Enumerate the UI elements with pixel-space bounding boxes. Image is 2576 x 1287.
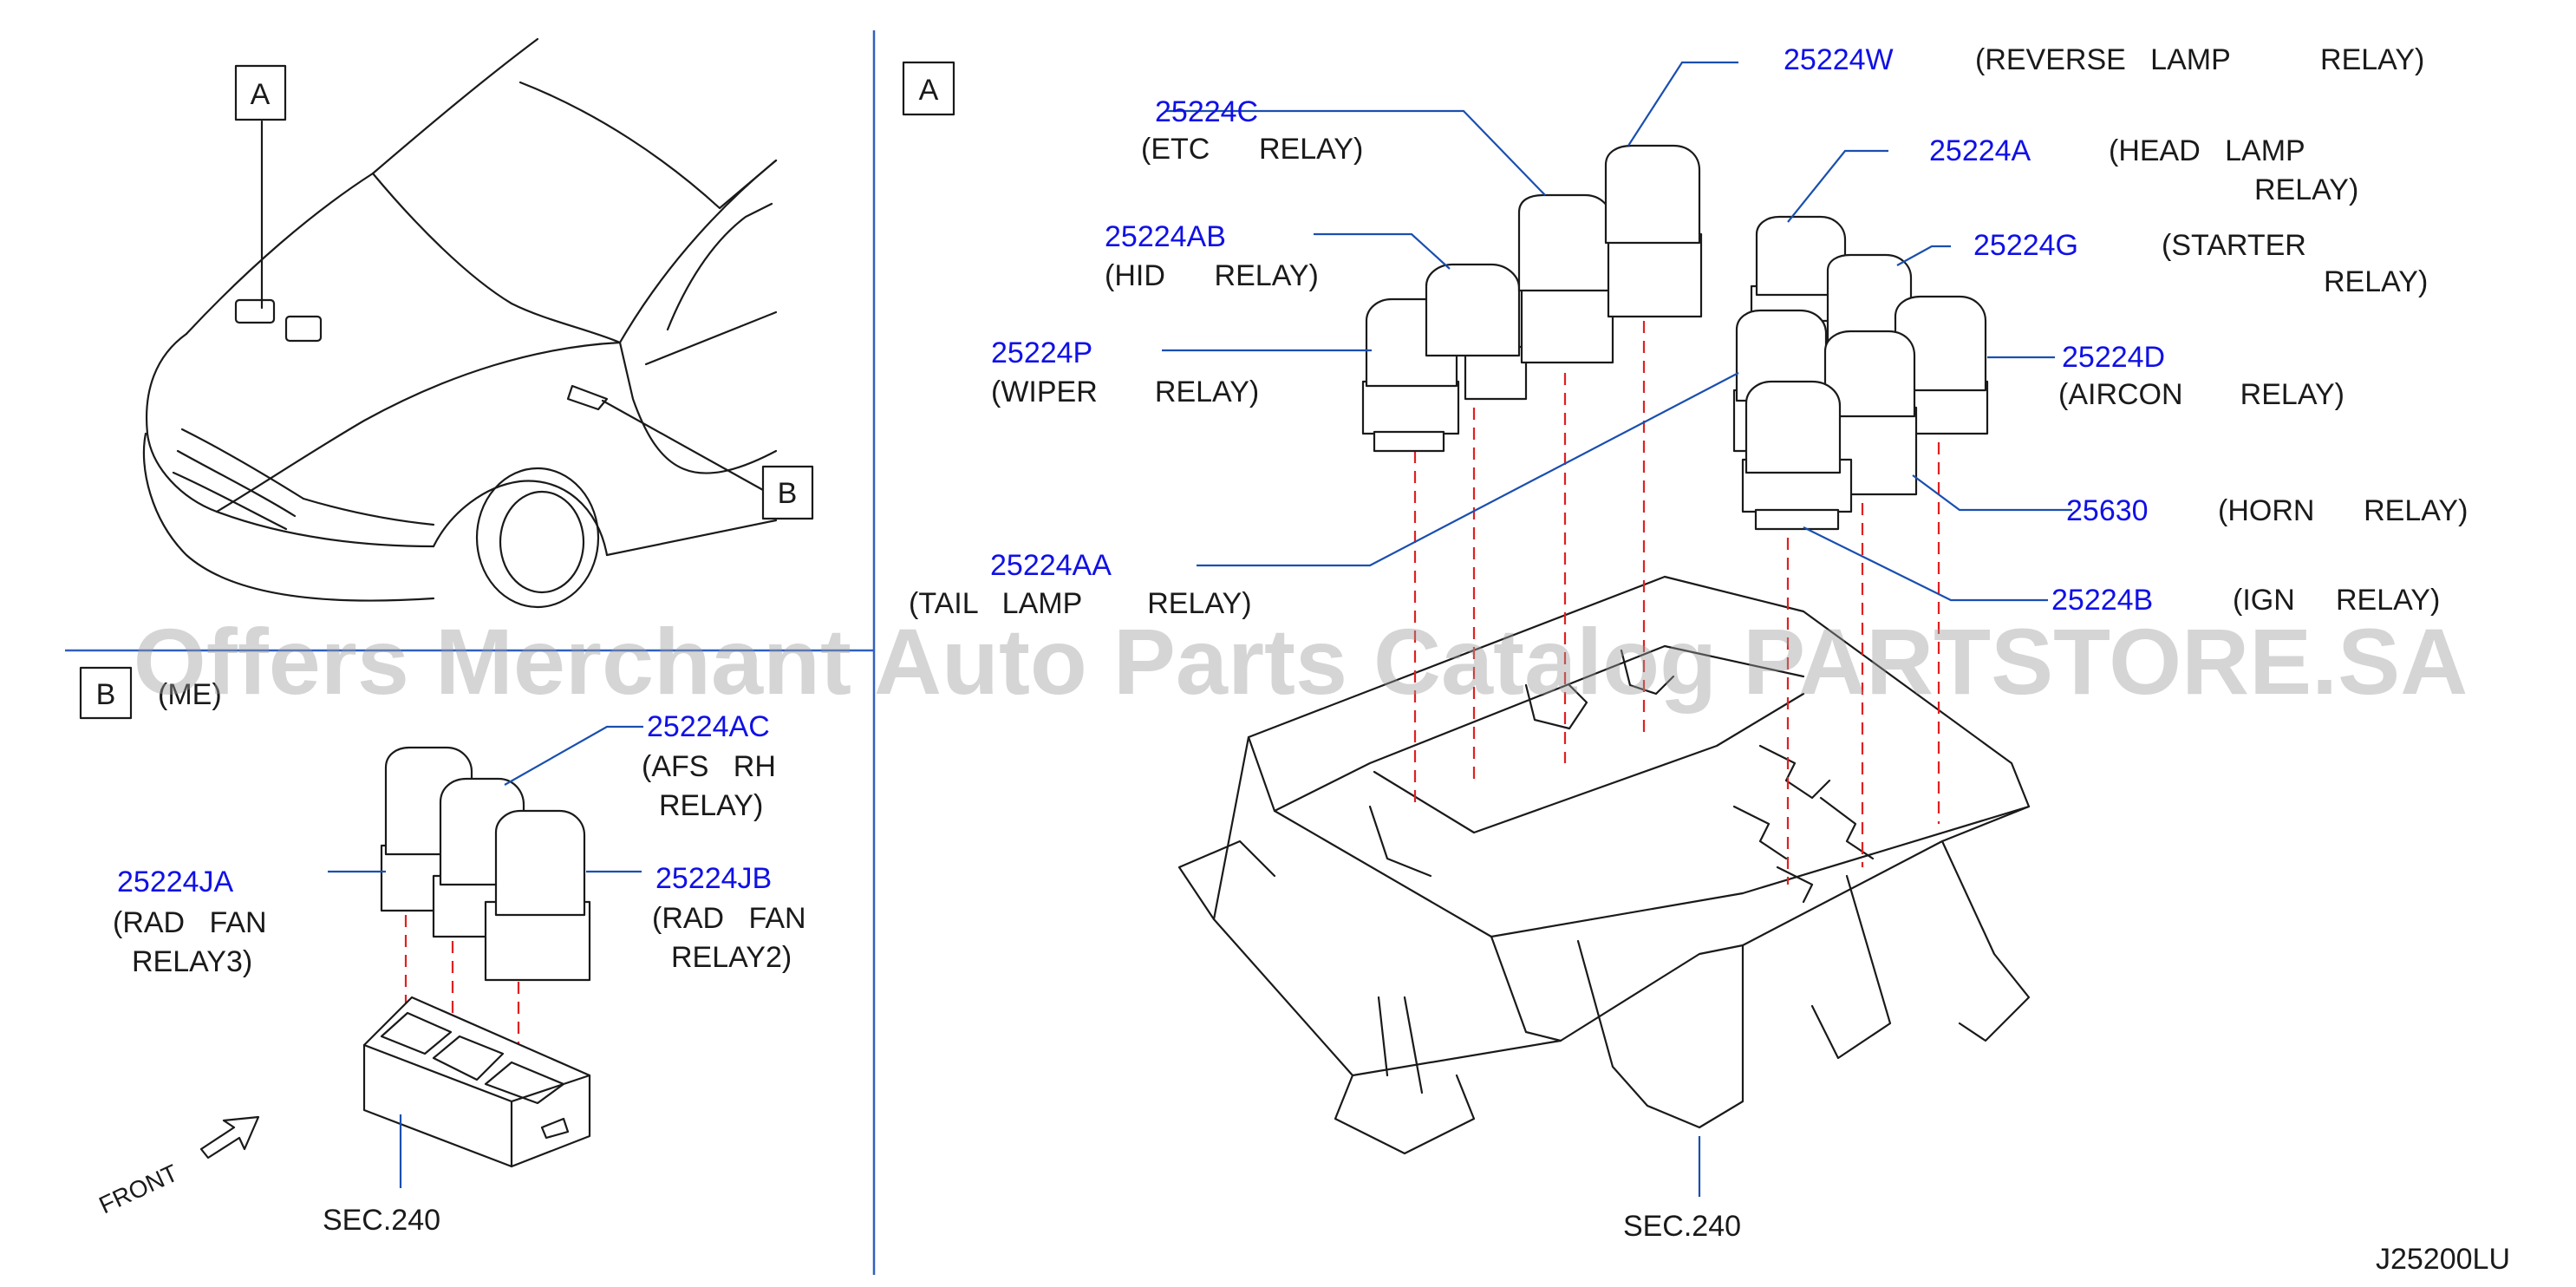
car-illustration (142, 37, 778, 609)
svg-text:25224P: 25224P (991, 336, 1092, 369)
svg-text:(HEAD LAMP: (HEAD LAMP (2109, 134, 2305, 167)
svg-text:RELAY2): RELAY2) (671, 941, 792, 974)
drawing-code: J25200LU (2376, 1243, 2510, 1276)
svg-text:25224AA: 25224AA (990, 549, 1112, 582)
view-a-leaders (1162, 61, 2072, 602)
label-25224JA: 25224JA (RAD FAN RELAY3) (113, 866, 267, 978)
svg-text:25224AC: 25224AC (647, 710, 770, 743)
svg-text:25630: 25630 (2066, 494, 2149, 527)
svg-text:25224C: 25224C (1155, 95, 1258, 128)
svg-text:25224D: 25224D (2062, 341, 2165, 374)
label-25224C: 25224C (ETC RELAY) (1141, 95, 1363, 166)
view-a-tag-box (902, 61, 955, 116)
front-label: FRONT (95, 1160, 182, 1219)
callout-b-box (761, 465, 814, 520)
svg-text:25224JA: 25224JA (117, 866, 234, 898)
svg-text:25224AB: 25224AB (1105, 220, 1226, 253)
view-b-leaders (328, 725, 643, 873)
svg-text:(TAIL LAMP RELAY): (TAIL LAMP RELAY) (909, 587, 1252, 620)
view-a-tag: A (919, 74, 939, 107)
callout-a-box (234, 64, 287, 121)
svg-text:(HID RELAY): (HID RELAY) (1105, 259, 1319, 292)
label-25224JB: 25224JB (RAD FAN RELAY2) (652, 862, 806, 974)
svg-text:(RAD FAN: (RAD FAN (652, 902, 806, 935)
relay-25224C (1517, 193, 1614, 364)
svg-text:(ETC RELAY): (ETC RELAY) (1141, 133, 1363, 166)
label-25224AC: 25224AC (AFS RH RELAY) (642, 710, 776, 822)
svg-text:(AFS RH: (AFS RH (642, 750, 776, 783)
view-b-relay-block (362, 996, 591, 1168)
relay-25224W (1604, 144, 1703, 318)
svg-text:RELAY3): RELAY3) (132, 945, 252, 978)
relay-25224D (1894, 295, 1989, 435)
svg-text:RELAY): RELAY) (659, 789, 763, 822)
label-25224AB: 25224AB (HID RELAY) (1105, 220, 1319, 292)
svg-text:25224A: 25224A (1929, 134, 2031, 167)
svg-text:(IGN RELAY): (IGN RELAY) (2233, 584, 2440, 617)
relay-25224JB (484, 809, 591, 982)
svg-text:25224B: 25224B (2051, 584, 2153, 617)
label-25224A: 25224A (HEAD LAMP RELAY) (1929, 134, 2358, 206)
svg-text:(STARTER: (STARTER (2162, 229, 2306, 262)
view-b-tag-box (79, 666, 133, 720)
label-25224B: 25224B (IGN RELAY) (2051, 584, 2440, 617)
view-b-tag: B (96, 678, 116, 711)
relay-25630 (1741, 380, 1853, 531)
svg-text:(HORN RELAY): (HORN RELAY) (2218, 494, 2468, 527)
svg-text:RELAY): RELAY) (2324, 265, 2428, 298)
watermark: Offers Merchant Auto Parts Catalog PARTS… (134, 609, 2468, 714)
relay-25224G (1826, 253, 1913, 344)
view-a-sec-label: SEC.240 (1623, 1210, 1741, 1243)
view-b-note: (ME) (158, 678, 222, 711)
view-b-sec-label: SEC.240 (323, 1204, 440, 1237)
svg-text:25224G: 25224G (1973, 229, 2078, 262)
relay-box-body (1177, 575, 2031, 1155)
svg-text:(REVERSE LAMP RELA: (REVERSE LAMP RELAY) (1975, 43, 2424, 76)
label-25630: 25630 (HORN RELAY) (2066, 494, 2468, 527)
label-25224W: 25224W (REVERSE LAMP RELAY) (1784, 43, 2424, 76)
label-25224AA: 25224AA (TAIL LAMP RELAY) (909, 549, 1252, 620)
label-25224P: 25224P (WIPER RELAY) (991, 336, 1259, 408)
view-a-guide-lines (1413, 321, 1940, 885)
svg-text:(WIPER RELAY): (WIPER RELAY) (991, 376, 1259, 408)
svg-text:25224W: 25224W (1784, 43, 1894, 76)
callout-b-label: B (778, 477, 798, 510)
svg-text:25224JB: 25224JB (655, 862, 772, 895)
svg-text:RELAY): RELAY) (2254, 173, 2358, 206)
label-25224D: 25224D (AIRCON RELAY) (2058, 341, 2344, 411)
front-arrow-icon (199, 1115, 260, 1160)
label-25224G: 25224G (STARTER RELAY) (1973, 229, 2428, 298)
svg-text:(AIRCON RELAY): (AIRCON RELAY) (2058, 378, 2344, 411)
relay-25224AB (1425, 263, 1528, 401)
svg-text:(RAD FAN: (RAD FAN (113, 906, 267, 939)
callout-a-label: A (251, 78, 271, 111)
